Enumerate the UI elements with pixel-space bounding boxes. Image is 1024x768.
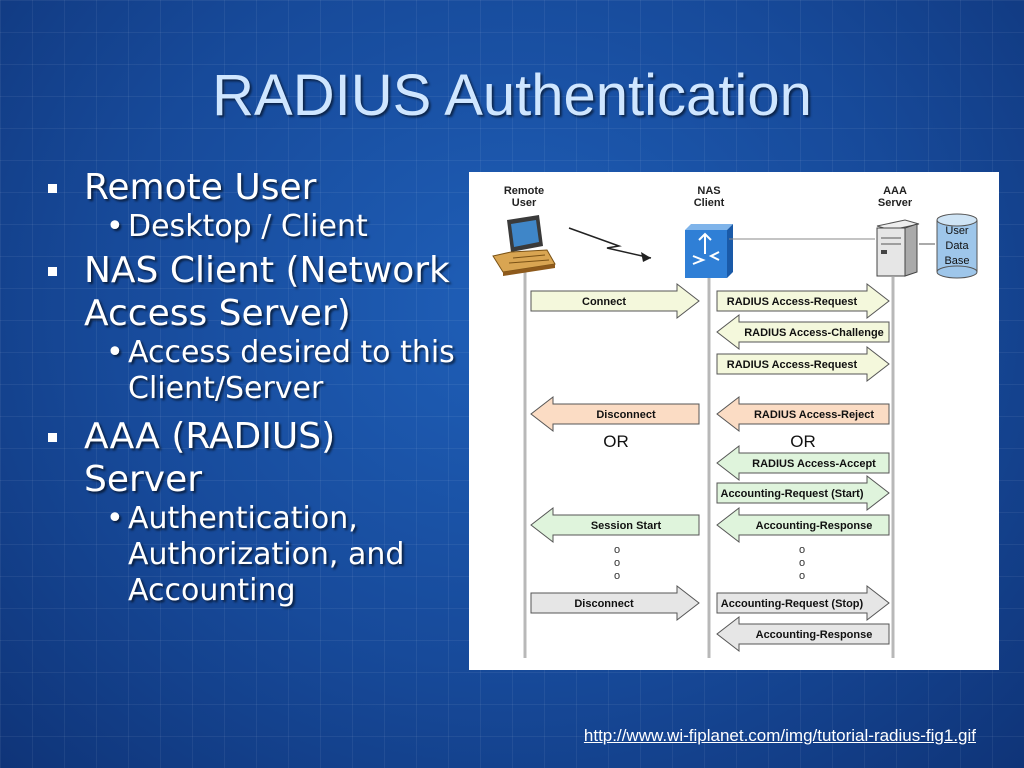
right-msg-arrow-0-label: RADIUS Access-Request <box>727 296 858 308</box>
sub-bullet-desktop-client: • Desktop / Client <box>44 209 464 245</box>
dot-bullet-icon: • <box>106 209 124 244</box>
left-msg-arrow-2: Session Start <box>530 506 700 544</box>
right-msg-arrow-5: Accounting-Request (Start) <box>716 474 890 512</box>
right-msg-arrow-3-label: RADIUS Access-Reject <box>754 409 874 421</box>
right-msg-arrow-1: RADIUS Access-Challenge <box>716 313 890 351</box>
left-msg-arrow-2-label: Session Start <box>591 520 662 532</box>
bullet-text: Remote User <box>84 167 317 208</box>
database-icon <box>936 213 978 279</box>
left-msg-arrow-1-label: Disconnect <box>596 409 656 421</box>
laptop-icon <box>492 215 556 276</box>
square-bullet-icon <box>48 433 57 442</box>
right-msg-arrow-7: Accounting-Request (Stop) <box>716 584 890 622</box>
bullet-nas-client: NAS Client (Network Access Server) <box>44 249 464 335</box>
right-msg-arrow-4: RADIUS Access-Accept <box>716 444 890 482</box>
right-msg-arrow-8: Accounting-Response <box>716 615 890 653</box>
ellipsis-dot-0-1: o <box>614 557 620 569</box>
sub-bullet-text: Desktop / Client <box>128 209 368 244</box>
square-bullet-icon <box>48 267 57 276</box>
right-msg-arrow-0: RADIUS Access-Request <box>716 282 890 320</box>
wireless-link-icon <box>568 227 652 259</box>
ellipsis-dot-0-0: o <box>614 544 620 556</box>
right-msg-arrow-3: RADIUS Access-Reject <box>716 395 890 433</box>
sub-bullet-text: Authentication, Authorization, and Accou… <box>128 501 405 608</box>
right-msg-arrow-1-label: RADIUS Access-Challenge <box>744 327 884 339</box>
sub-bullet-access-desired: • Access desired to this Client/Server <box>44 335 464 407</box>
left-msg-arrow-0: Connect <box>530 282 700 320</box>
or-label-left: OR <box>603 432 629 451</box>
left-msg-arrow-3: Disconnect <box>530 584 700 622</box>
ellipsis-dot-0-2: o <box>614 570 620 582</box>
bullet-text: NAS Client (Network Access Server) <box>84 250 450 334</box>
dot-bullet-icon: • <box>106 501 124 536</box>
dot-bullet-icon: • <box>106 335 124 370</box>
bullet-text: AAA (RADIUS) Server <box>84 416 336 500</box>
right-msg-arrow-7-label: Accounting-Request (Stop) <box>721 598 864 610</box>
wireless-arrowhead-icon <box>641 252 651 262</box>
right-msg-arrow-8-label: Accounting-Response <box>756 629 873 641</box>
server-icon <box>876 219 920 277</box>
sub-bullet-text: Access desired to this Client/Server <box>128 335 455 406</box>
ellipsis-dot-1-2: o <box>799 570 805 582</box>
right-msg-arrow-5-label: Accounting-Request (Start) <box>721 488 864 500</box>
right-msg-arrow-6: Accounting-Response <box>716 506 890 544</box>
right-msg-arrow-6-label: Accounting-Response <box>756 520 873 532</box>
nas-device-icon <box>685 224 733 278</box>
left-msg-arrow-0-label: Connect <box>582 296 626 308</box>
sub-bullet-aaa: • Authentication, Authorization, and Acc… <box>44 501 464 609</box>
slide-title: RADIUS Authentication <box>212 63 812 128</box>
bullet-list: Remote User • Desktop / Client NAS Clien… <box>44 166 464 609</box>
ellipsis-dot-1-1: o <box>799 557 805 569</box>
bullet-remote-user: Remote User <box>44 166 464 209</box>
right-msg-arrow-2: RADIUS Access-Request <box>716 345 890 383</box>
right-msg-arrow-2-label: RADIUS Access-Request <box>727 359 858 371</box>
left-msg-arrow-3-label: Disconnect <box>574 598 634 610</box>
square-bullet-icon <box>48 184 57 193</box>
right-msg-arrow-4-label: RADIUS Access-Accept <box>752 458 876 470</box>
left-msg-arrow-1: Disconnect <box>530 395 700 433</box>
or-label-right: OR <box>790 432 816 451</box>
bullet-aaa-server: AAA (RADIUS) Server <box>44 415 464 501</box>
ellipsis-dot-1-0: o <box>799 544 805 556</box>
source-link[interactable]: http://www.wi-fiplanet.com/img/tutorial-… <box>583 726 976 745</box>
